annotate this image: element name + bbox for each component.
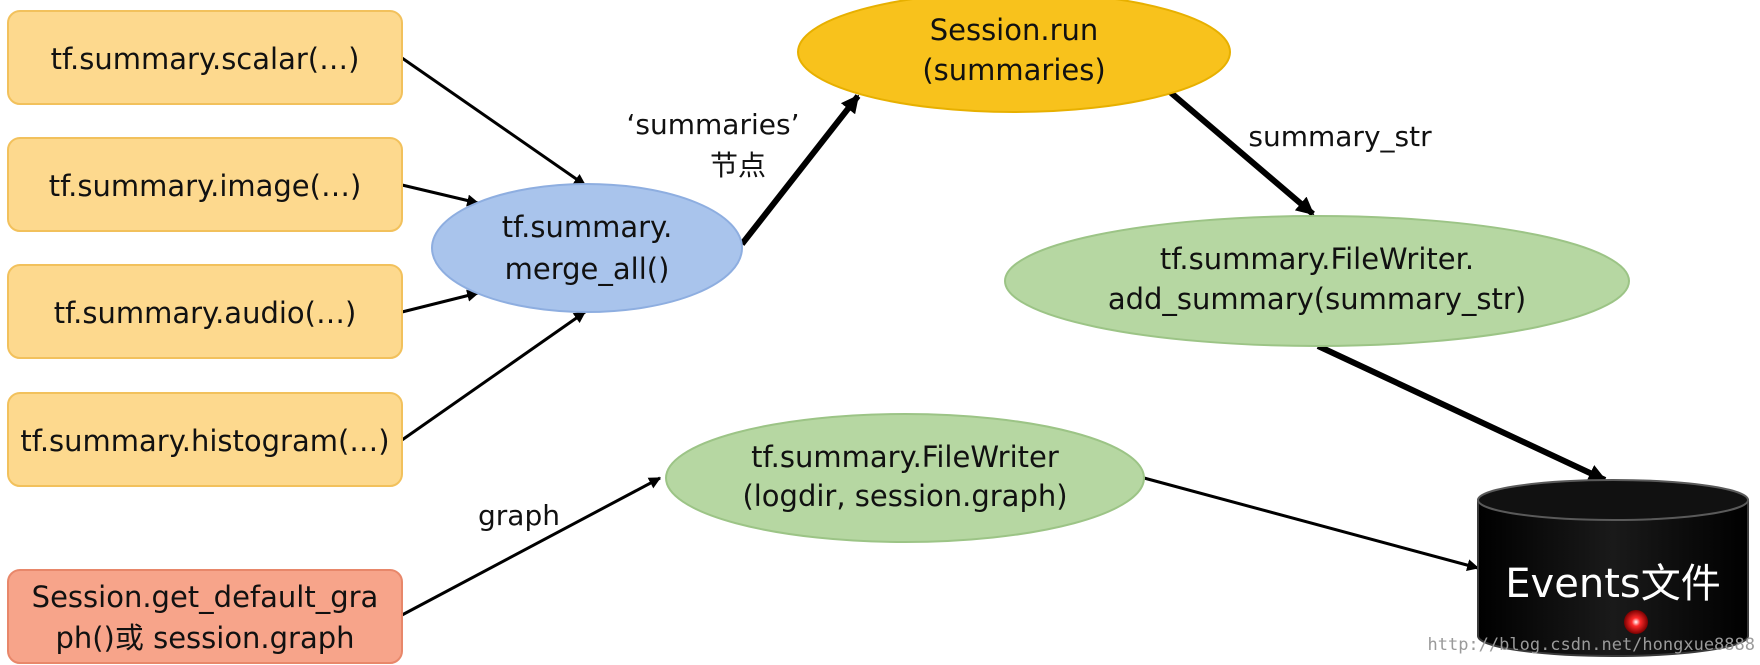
events-cylinder-top xyxy=(1477,479,1749,521)
filewriter-line2: (logdir, session.graph) xyxy=(742,479,1067,513)
graph-edge-label: graph xyxy=(478,499,560,532)
summaries-edge-label: ‘summaries’ xyxy=(627,108,800,141)
edge-run-to-add-summary xyxy=(1168,89,1315,217)
edge-audio-to-merge xyxy=(401,289,480,314)
graph-source-line2: ph()或 session.graph xyxy=(55,621,354,655)
add-summary-node: tf.summary.FileWriter. add_summary(summa… xyxy=(1004,215,1630,347)
summary-op-image: tf.summary.image(…) xyxy=(7,137,403,232)
summary-op-audio: tf.summary.audio(…) xyxy=(7,264,403,359)
edge-histogram-to-merge xyxy=(401,310,586,442)
session-run-ellipse xyxy=(797,0,1231,113)
filewriter-ellipse xyxy=(665,413,1145,543)
scalar-label: tf.summary.scalar(…) xyxy=(51,42,360,76)
edge-graph-to-filewriter xyxy=(401,476,662,617)
summary-str-edge-label: summary_str xyxy=(1248,120,1432,153)
filewriter-node: tf.summary.FileWriter (logdir, session.g… xyxy=(665,413,1145,543)
summary-op-histogram: tf.summary.histogram(…) xyxy=(7,392,403,487)
session-run-line1: Session.run xyxy=(930,13,1099,47)
session-run-node: Session.run (summaries) xyxy=(797,0,1231,113)
add-summary-line1: tf.summary.FileWriter. xyxy=(1160,242,1474,276)
edge-image-to-merge xyxy=(401,183,480,207)
add-summary-line2: add_summary(summary_str) xyxy=(1108,282,1526,316)
edge-add-summary-to-events xyxy=(1316,343,1607,483)
edge-scalar-to-merge xyxy=(401,56,586,187)
merge-all-line2: merge_all() xyxy=(505,252,670,286)
graph-source-box xyxy=(7,569,403,664)
add-summary-ellipse xyxy=(1004,215,1630,347)
image-box xyxy=(7,137,403,232)
audio-box xyxy=(7,264,403,359)
edge-filewriter-to-events xyxy=(1143,476,1480,571)
histogram-box xyxy=(7,392,403,487)
merge-all-ellipse xyxy=(431,183,743,313)
watermark-text: http://blog.csdn.net/hongxue8888 xyxy=(1427,635,1755,655)
summaries-edge-sublabel: 节点 xyxy=(710,149,766,182)
filewriter-line1: tf.summary.FileWriter xyxy=(751,440,1059,474)
events-file-node: Events文件 xyxy=(1477,479,1749,657)
edge-merge-to-run xyxy=(739,94,861,246)
session-run-line2: (summaries) xyxy=(922,53,1105,87)
graph-source: Session.get_default_gra ph()或 session.gr… xyxy=(7,569,403,664)
merge-all-line1: tf.summary. xyxy=(502,210,673,244)
image-label: tf.summary.image(…) xyxy=(49,169,362,203)
graph-source-line1: Session.get_default_gra xyxy=(32,580,379,614)
scalar-box xyxy=(7,10,403,105)
events-cylinder-body xyxy=(1477,499,1749,657)
merge-all-node: tf.summary. merge_all() xyxy=(431,183,743,313)
edges xyxy=(401,56,1607,617)
events-file-label: Events文件 xyxy=(1505,561,1720,607)
summary-op-scalar: tf.summary.scalar(…) xyxy=(7,10,403,105)
red-dot-icon xyxy=(1624,610,1648,634)
audio-label: tf.summary.audio(…) xyxy=(54,296,357,330)
histogram-label: tf.summary.histogram(…) xyxy=(20,424,389,458)
